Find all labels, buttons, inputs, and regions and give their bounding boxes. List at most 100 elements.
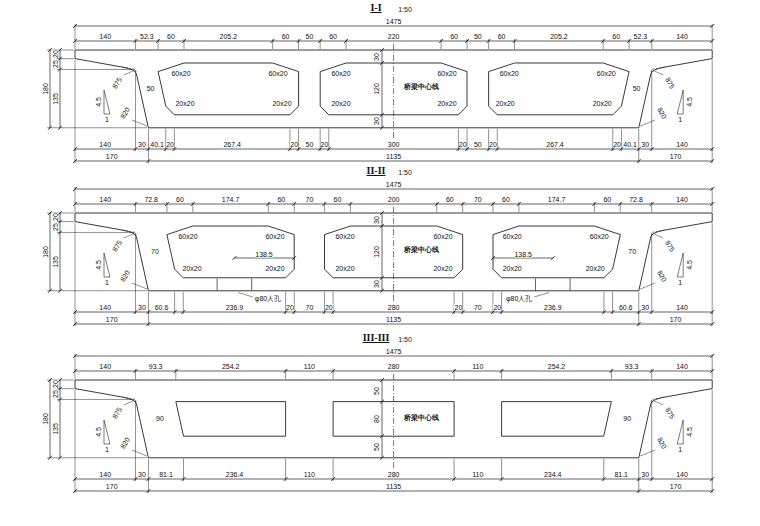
dimension-text: 72.8 bbox=[144, 196, 158, 203]
extension-line bbox=[651, 400, 652, 481]
dimension-text: 20 bbox=[321, 141, 329, 148]
extension-line bbox=[712, 149, 713, 163]
dimension-text: 20 bbox=[489, 141, 497, 148]
dimension-text: 60 bbox=[450, 33, 458, 40]
extension-line bbox=[454, 369, 455, 379]
extension-line bbox=[603, 39, 604, 49]
extension-line bbox=[638, 129, 639, 151]
dimension-tick bbox=[380, 61, 384, 65]
dimension-text: 30 bbox=[641, 304, 649, 311]
extension-line bbox=[75, 223, 76, 314]
chamfer-note: 20x20 bbox=[593, 100, 612, 107]
dimension-line bbox=[234, 258, 294, 259]
extension-line bbox=[629, 39, 630, 49]
dimension-text: 30 bbox=[373, 280, 380, 288]
slope-symbol bbox=[677, 253, 683, 277]
extension-line bbox=[638, 292, 639, 314]
dimension-text: 1135 bbox=[386, 153, 401, 160]
dimension-text: 70 bbox=[305, 196, 313, 203]
extension-line bbox=[350, 202, 351, 212]
extension-line bbox=[467, 129, 468, 151]
extension-line bbox=[638, 149, 639, 163]
web-thickness: 90 bbox=[156, 415, 164, 422]
extension-line bbox=[47, 290, 147, 291]
extension-line bbox=[135, 369, 136, 379]
dimension-text: 135 bbox=[52, 423, 59, 435]
extension-line bbox=[57, 69, 134, 70]
chamfer-note: 20x20 bbox=[175, 100, 194, 107]
extension-line bbox=[75, 24, 76, 40]
dimension-line bbox=[493, 258, 553, 259]
extension-line bbox=[135, 39, 136, 49]
slope-text: 4.5 bbox=[95, 427, 102, 437]
slope-symbol bbox=[104, 420, 110, 444]
web-thickness: 70 bbox=[151, 248, 159, 255]
extension-line bbox=[462, 202, 463, 212]
extension-line bbox=[135, 233, 136, 314]
dimension-line bbox=[75, 41, 712, 42]
manhole-line bbox=[570, 279, 571, 291]
extension-line bbox=[501, 369, 502, 379]
extension-line bbox=[462, 292, 463, 314]
extension-line bbox=[712, 202, 713, 212]
chamfer-note: 60x20 bbox=[590, 233, 609, 240]
slope-text: 4.5 bbox=[686, 97, 693, 107]
dimension-text: 60 bbox=[329, 33, 337, 40]
dimension-line bbox=[75, 161, 712, 162]
center-line bbox=[393, 374, 394, 468]
extension-line bbox=[75, 390, 76, 481]
chamfer-note: 60x20 bbox=[331, 70, 350, 77]
dimension-text: 20 bbox=[613, 141, 621, 148]
slope-symbol bbox=[104, 90, 110, 114]
dimension-line bbox=[75, 356, 712, 357]
extension-line bbox=[651, 39, 652, 49]
dimension-line bbox=[60, 380, 61, 458]
dimension-text: 60 bbox=[446, 196, 454, 203]
dimension-text: 20 bbox=[286, 304, 294, 311]
extension-line bbox=[57, 221, 74, 222]
extension-line bbox=[298, 129, 299, 151]
dimension-text: 25 bbox=[52, 60, 59, 68]
extension-line bbox=[75, 202, 76, 212]
chamfer-note: 20x20 bbox=[272, 100, 291, 107]
dimension-text: 60 bbox=[176, 196, 184, 203]
dimension-tick bbox=[380, 113, 384, 117]
leader-line bbox=[132, 283, 147, 289]
chamfer-note: 20x20 bbox=[433, 265, 452, 272]
dimension-text: 52.3 bbox=[140, 33, 154, 40]
dimension-text: 1135 bbox=[386, 316, 401, 323]
dimension-text: 138.5 bbox=[255, 251, 273, 258]
extension-line bbox=[501, 459, 502, 481]
extension-line bbox=[183, 292, 184, 314]
box-cell bbox=[493, 226, 620, 278]
manhole-line bbox=[217, 279, 218, 291]
dimension-text: 140 bbox=[99, 141, 111, 148]
leader-line bbox=[132, 450, 147, 456]
dimension-text: 40.1 bbox=[623, 141, 637, 148]
dimension-text: 140 bbox=[676, 363, 688, 370]
box-cell bbox=[502, 402, 612, 437]
extension-line bbox=[298, 39, 299, 49]
slope-text: 4.5 bbox=[686, 427, 693, 437]
extension-line bbox=[320, 39, 321, 49]
dimension-text: 30 bbox=[373, 53, 380, 61]
extension-line bbox=[75, 39, 76, 49]
slope-text: 1 bbox=[678, 445, 682, 452]
leader-line bbox=[640, 283, 655, 289]
dimension-line bbox=[382, 380, 383, 458]
dimension-text: 140 bbox=[99, 471, 111, 478]
extension-line bbox=[75, 369, 76, 379]
radius-text: 875 bbox=[664, 239, 676, 253]
scale-text: 1:50 bbox=[398, 169, 412, 176]
extension-line bbox=[148, 312, 149, 326]
dimension-text: 110 bbox=[472, 471, 483, 478]
dimension-text: 60 bbox=[333, 196, 341, 203]
extension-line bbox=[148, 479, 149, 493]
extension-line bbox=[651, 202, 652, 212]
dimension-text: 110 bbox=[304, 471, 315, 478]
extension-line bbox=[75, 149, 76, 163]
dimension-text: 50 bbox=[474, 33, 482, 40]
centerline-label: 桥梁中心线 bbox=[404, 84, 439, 91]
dimension-text: 200 bbox=[388, 196, 400, 203]
extension-line bbox=[75, 354, 76, 370]
